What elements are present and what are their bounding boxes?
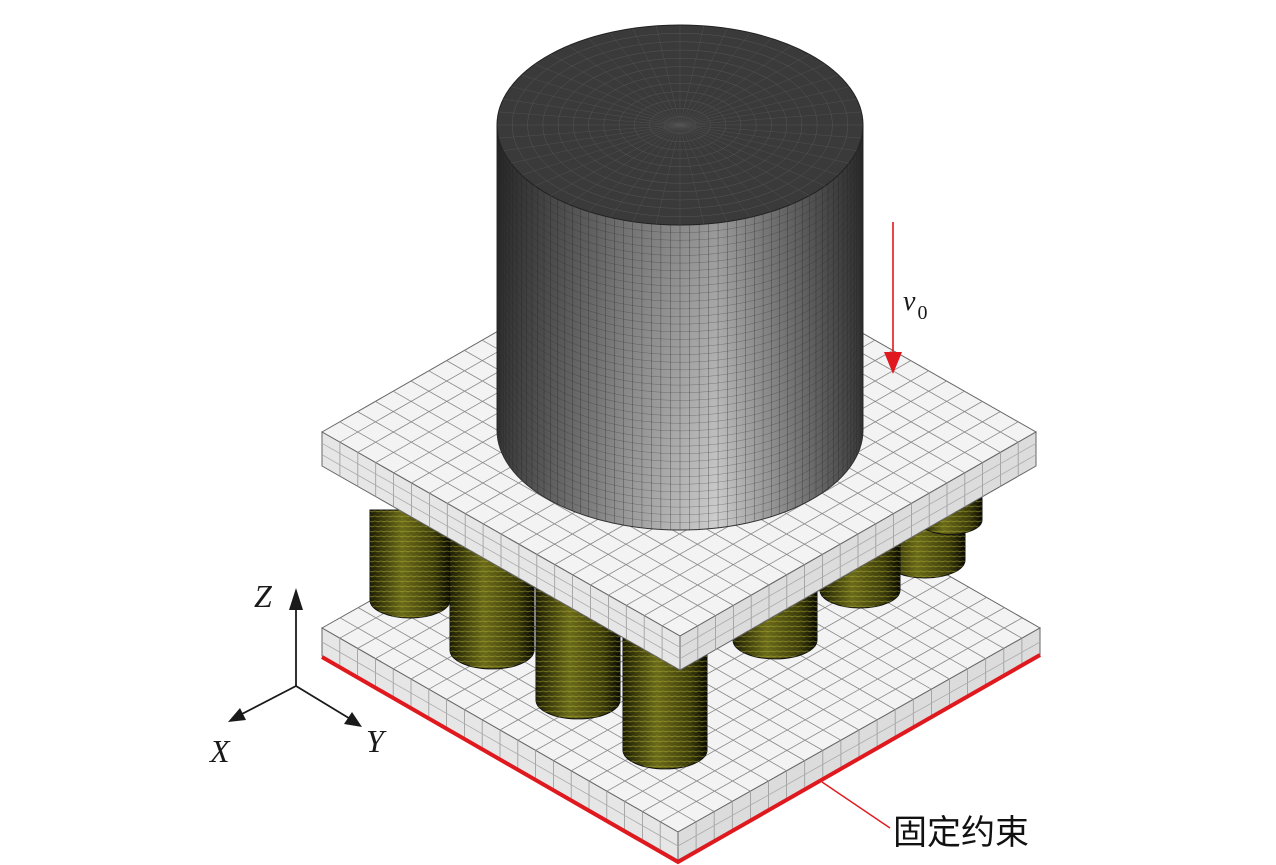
constraint-leader-line [821,781,891,829]
column [369,509,451,619]
velocity-arrow [884,222,902,374]
constraint-label: 固定约束 [893,813,1029,853]
y-axis-label: Y [366,723,387,759]
impactor-cylinder [496,24,864,531]
fixed-constraint-edge [321,653,1041,865]
x-axis-label: X [208,733,231,769]
z-axis-label: Z [254,578,273,614]
axis-triad [228,588,362,727]
